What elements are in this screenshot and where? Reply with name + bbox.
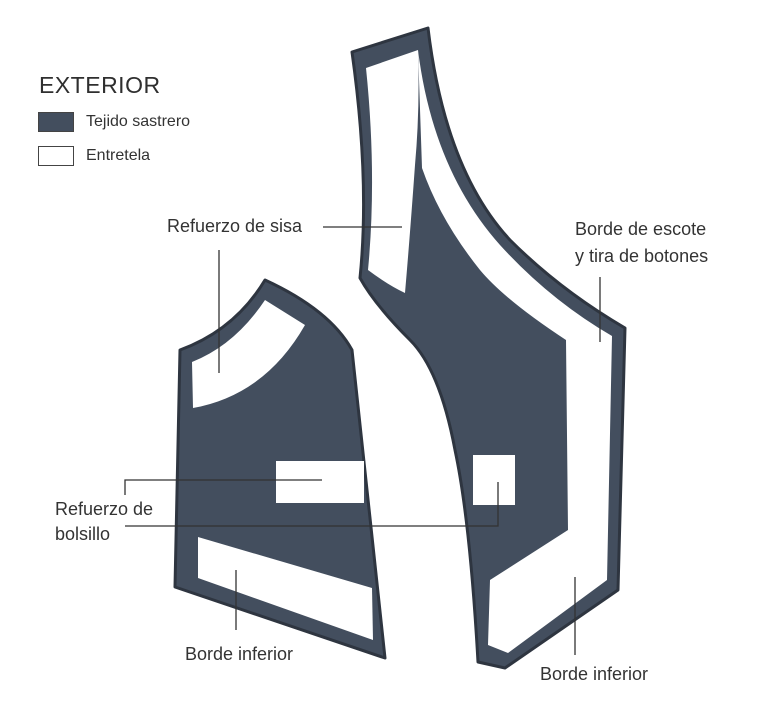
hem-interfacing-left [198, 537, 373, 640]
label-neckline-line2: y tira de botones [575, 246, 709, 266]
label-neckline-line1: Borde de escote [575, 219, 707, 239]
neckline-button-band-interfacing [418, 50, 612, 653]
armhole-interfacing-right [366, 50, 419, 293]
pocket-interfacing-right [473, 455, 515, 505]
legend-swatch-interfacing [38, 146, 74, 166]
legend-item-fabric: Tejido sastrero [38, 112, 190, 132]
legend-swatch-fabric [38, 112, 74, 132]
label-hem-right: Borde inferior [540, 664, 649, 684]
leader-pocket-lower [125, 482, 499, 527]
legend-title: EXTERIOR [39, 72, 161, 98]
leader-lines [124, 226, 601, 655]
front-panel-fabric [350, 26, 627, 670]
armhole-interfacing-left [192, 300, 305, 408]
side-panel [173, 278, 387, 660]
label-armhole: Refuerzo de sisa [167, 216, 303, 236]
label-pocket-line1: Refuerzo de [55, 499, 154, 519]
front-panel [350, 26, 627, 670]
label-hem-left: Borde inferior [185, 644, 294, 664]
pocket-interfacing-left [276, 461, 364, 503]
legend-item-interfacing: Entretela [38, 146, 150, 166]
leader-pocket-upper [124, 479, 322, 495]
label-pocket-line2: bolsillo [55, 524, 111, 544]
legend-label-interfacing: Entretela [86, 147, 151, 164]
legend-label-fabric: Tejido sastrero [86, 113, 191, 130]
